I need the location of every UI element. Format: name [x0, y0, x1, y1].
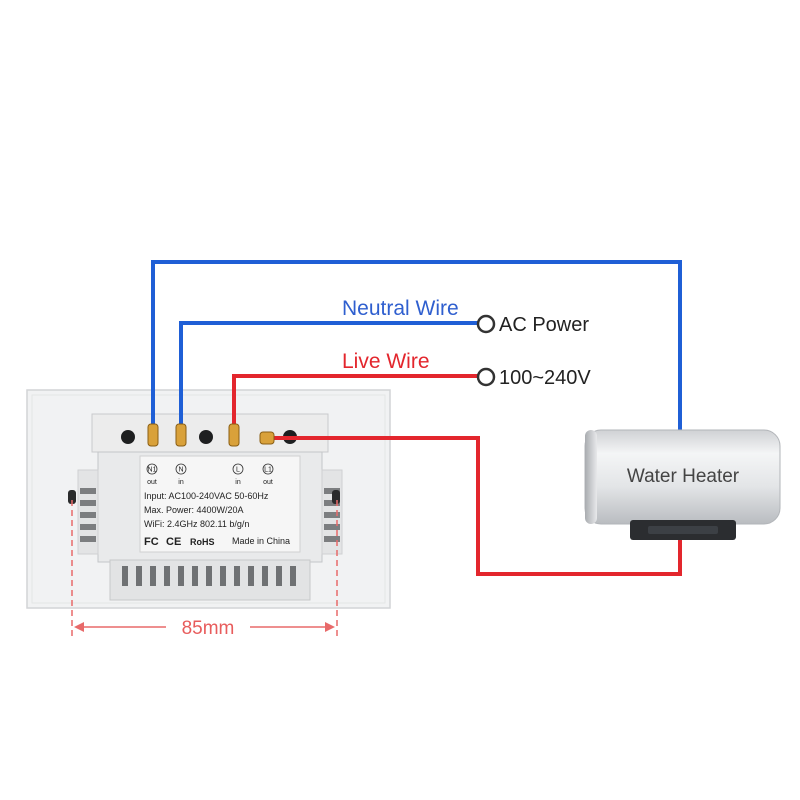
neutral-wire-to-heater: [151, 260, 682, 430]
terminal-n1-label: N1: [148, 467, 157, 474]
ac-power-terminals: [476, 314, 496, 387]
switch-side-vents: [80, 488, 340, 542]
plate-screw-holes: [68, 490, 340, 504]
neutral-wire-label: Neutral Wire: [342, 297, 459, 320]
wire-terminals: [147, 423, 275, 447]
spec-wifi: WiFi: 2.4GHz 802.11 b/g/n: [144, 519, 249, 529]
live-wires: [232, 374, 682, 576]
terminal-l1-label: L1: [264, 467, 272, 474]
dimension-label: 85mm: [182, 618, 235, 639]
spec-input: Input: AC100-240VAC 50-60Hz: [144, 491, 269, 501]
ac-live-terminal: [476, 367, 496, 387]
terminal-n-sub: in: [178, 479, 184, 486]
spec-label: N1 out N in L in L1 out Input: AC100-240…: [139, 455, 301, 553]
fcc-mark: FC: [144, 536, 159, 548]
water-heater: Water Heater: [584, 429, 781, 540]
neutral-wires: [151, 260, 682, 430]
width-dimension: 85mm: [71, 500, 338, 639]
rohs-mark: RoHS: [190, 537, 215, 547]
water-heater-label: Water Heater: [627, 466, 740, 487]
spec-max-power: Max. Power: 4400W/20A: [144, 505, 244, 515]
ac-power-label: AC Power: [499, 314, 589, 336]
live-wire-label: Live Wire: [342, 350, 430, 373]
terminal-l-label: L: [236, 467, 240, 474]
ce-mark: CE: [166, 536, 181, 548]
terminal-l1-sub: out: [263, 479, 273, 486]
ac-neutral-terminal: [476, 314, 496, 334]
made-in-label: Made in China: [232, 536, 290, 546]
terminal-l-sub: in: [235, 479, 241, 486]
terminal-n-label: N: [178, 467, 183, 474]
neutral-wire-to-ac: [179, 321, 478, 430]
terminal-n1-sub: out: [147, 479, 157, 486]
live-wire-to-ac: [232, 374, 478, 430]
voltage-label: 100~240V: [499, 367, 591, 389]
live-wire-to-heater: [270, 436, 682, 576]
switch-bottom-vents: [122, 566, 296, 586]
